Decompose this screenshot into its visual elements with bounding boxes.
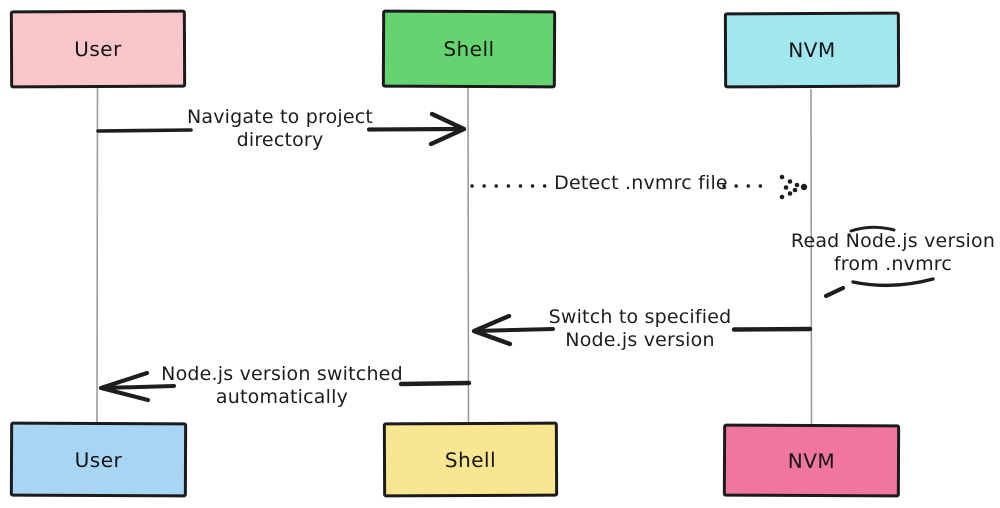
- actor-label-shell-top: Shell: [443, 36, 495, 62]
- message-label-navigate-to-project-directory: Navigate to project directory: [186, 106, 374, 151]
- actor-box-user-top: User: [9, 9, 187, 89]
- actor-box-shell-top: Shell: [381, 9, 557, 89]
- lifeline-user: [96, 87, 99, 424]
- actor-box-shell-bottom: Shell: [382, 421, 559, 498]
- actor-label-shell-bottom: Shell: [444, 447, 497, 472]
- message-label-switch-to-specified-version: Switch to specified Node.js version: [548, 306, 732, 351]
- message-label-read-nodejs-version: Read Node.js version from .nvmrc: [790, 230, 996, 275]
- lifeline-shell: [467, 87, 470, 424]
- actor-box-nvm-bottom: NVM: [722, 423, 901, 498]
- actor-label-nvm-bottom: NVM: [787, 448, 836, 473]
- message-label-version-switched-automatically: Node.js version switched automatically: [161, 363, 403, 408]
- actor-label-user-bottom: User: [74, 447, 123, 472]
- dotted-arrowhead: [779, 174, 808, 200]
- actor-box-user-bottom: User: [9, 421, 188, 498]
- actor-box-nvm-top: NVM: [723, 11, 901, 89]
- actor-label-nvm-top: NVM: [788, 37, 836, 63]
- message-label-detect-nvmrc-file: Detect .nvmrc file: [554, 172, 728, 194]
- actor-label-user-top: User: [74, 36, 122, 62]
